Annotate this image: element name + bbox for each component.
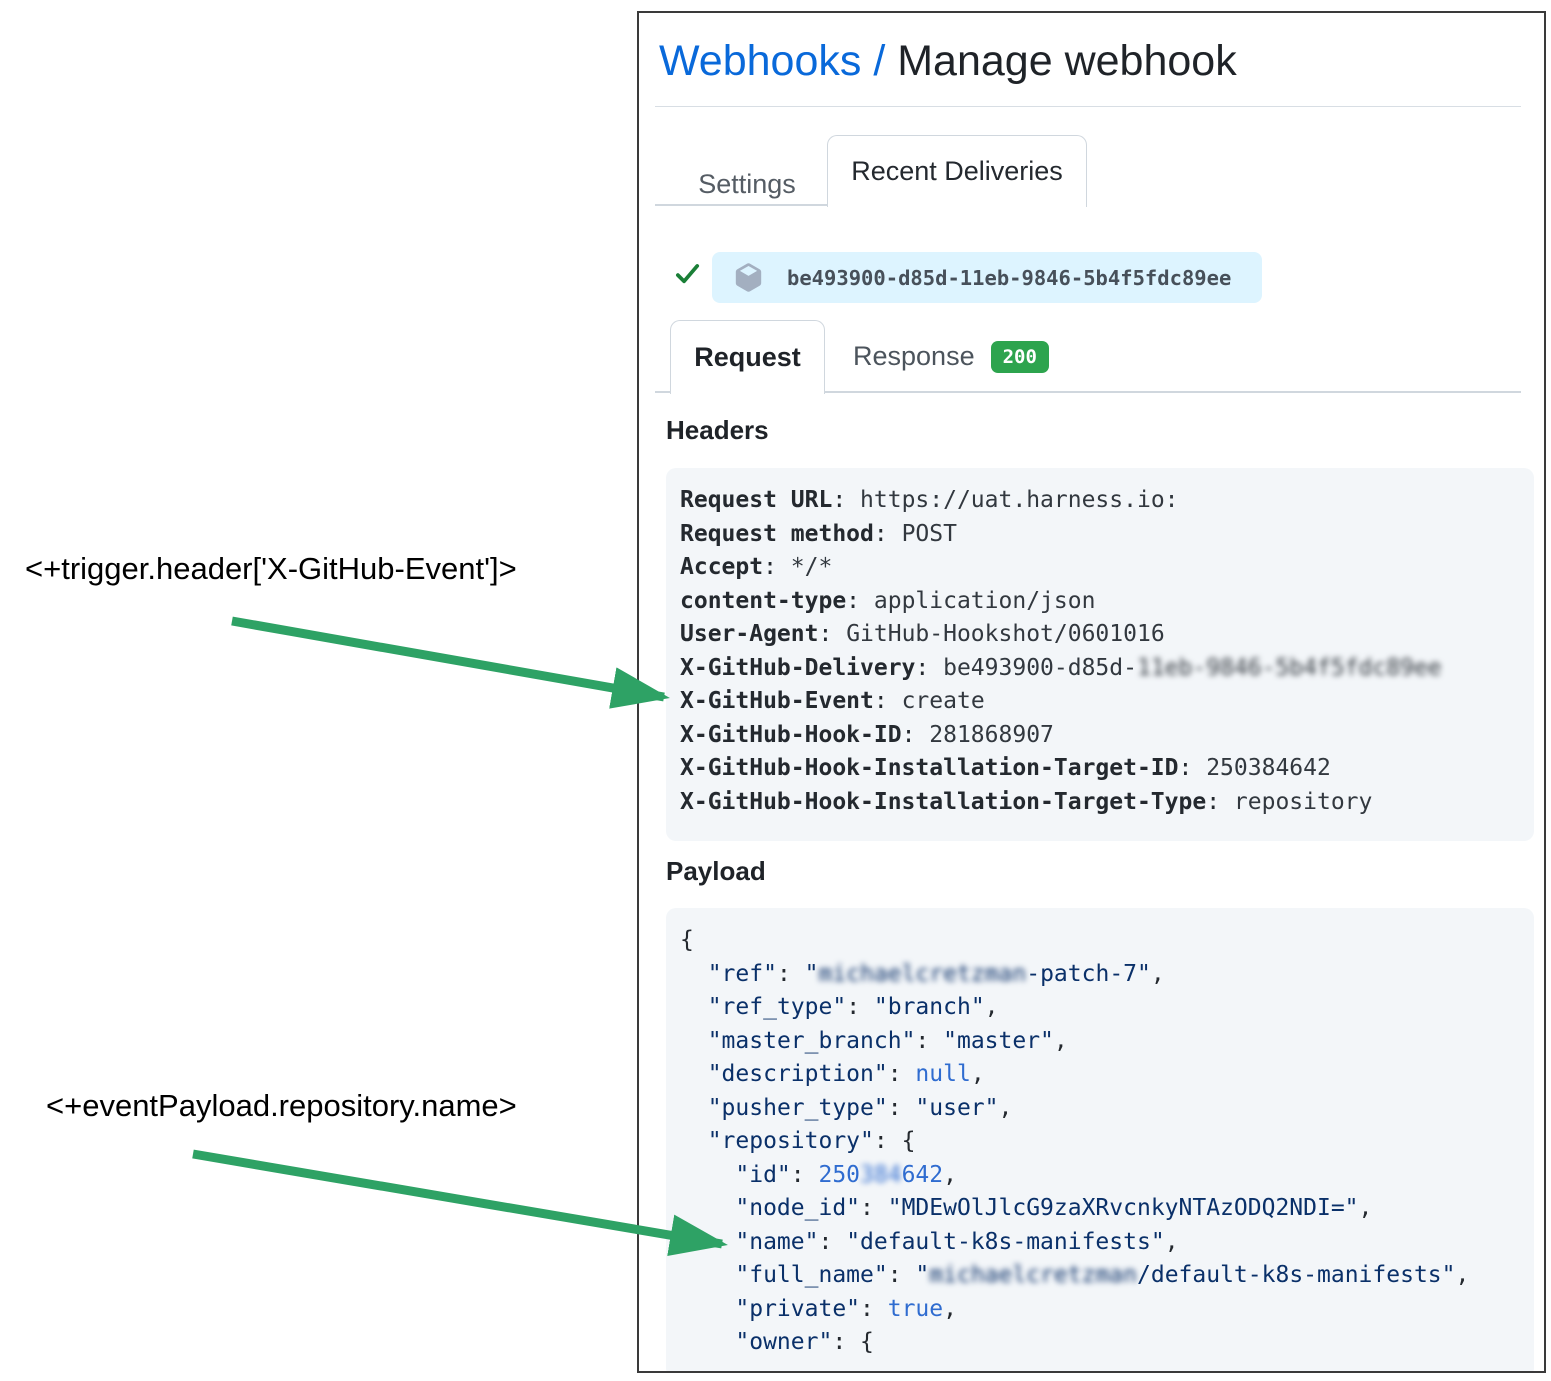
payload-line: "id": 250384642, [735,1161,957,1188]
payload-line: "ref": "michaelcretzman-patch-7", [707,960,1165,987]
header-row: Accept: */* [680,554,833,580]
annotation-trigger-header-expression: <+trigger.header['X-GitHub-Event']> [25,551,517,586]
payload-heading: Payload [666,856,766,886]
payload-code-block: { "ref": "michaelcretzman-patch-7", "ref… [666,908,1534,1371]
annotation-event-payload-expression: <+eventPayload.repository.name> [46,1088,517,1123]
tab-settings[interactable]: Settings [698,168,796,199]
delivery-id-text: be493900-d85d-11eb-9846-5b4f5fdc89ee [787,265,1232,290]
tab-response-label: Response [853,341,975,371]
arrow-to-github-event [231,616,670,709]
delivery-success-check-icon [673,259,703,294]
page-title-current: Manage webhook [897,37,1237,85]
header-row: X-GitHub-Hook-ID: 281868907 [680,721,1054,748]
tabbar-underline [655,204,827,206]
header-row: content-type: application/json [680,587,1096,614]
breadcrumb-separator: / [861,37,898,85]
webhooks-breadcrumb-link[interactable]: Webhooks [659,37,862,85]
header-row: X-GitHub-Hook-Installation-Target-Type: … [680,788,1373,815]
response-status-badge: 200 [990,340,1049,373]
title-divider [655,106,1521,107]
payload-line: "master_branch": "master", [707,1027,1068,1054]
payload-line: { [680,927,694,953]
payload-line: "owner": { [735,1329,874,1355]
subtab-underline [655,391,1521,393]
payload-line: "repository": { [707,1128,916,1154]
header-row: X-GitHub-Delivery: be493900-d85d-11eb-98… [680,654,1442,681]
header-row: User-Agent: GitHub-Hookshot/0601016 [680,621,1165,647]
tab-response[interactable]: Response 200 [853,322,1049,391]
payload-line: "full_name": "michaelcretzman/default-k8… [735,1262,1470,1288]
headers-heading: Headers [666,415,769,445]
header-row: Request URL: https://uat.harness.io: [680,487,1179,513]
payload-line: "ref_type": "branch", [707,994,999,1020]
headers-code-block: Request URL: https://uat.harness.io: Requ… [666,468,1534,841]
header-row: X-GitHub-Hook-Installation-Target-ID: 25… [680,755,1331,781]
payload-line: "description": null, [707,1061,985,1087]
package-icon [734,263,763,292]
payload-line: "pusher_type": "user", [707,1094,1013,1121]
tab-recent-deliveries[interactable]: Recent Deliveries [827,135,1087,207]
tab-request[interactable]: Request [670,320,825,394]
payload-line: "node_id": "MDEwOlJlcG9zaXRvcnkyNTAzODQ2… [735,1195,1373,1221]
header-row: Request method: POST [680,520,957,547]
payload-line: "name": "default-k8s-manifests", [735,1228,1179,1255]
payload-line: "private": true, [735,1295,957,1322]
manage-webhook-panel: Webhooks / Manage webhook Settings Recen… [637,11,1546,1373]
delivery-id-badge[interactable]: be493900-d85d-11eb-9846-5b4f5fdc89ee [712,252,1262,303]
header-row: X-GitHub-Event: create [680,688,985,714]
page-title: Webhooks / Manage webhook [659,35,1237,87]
